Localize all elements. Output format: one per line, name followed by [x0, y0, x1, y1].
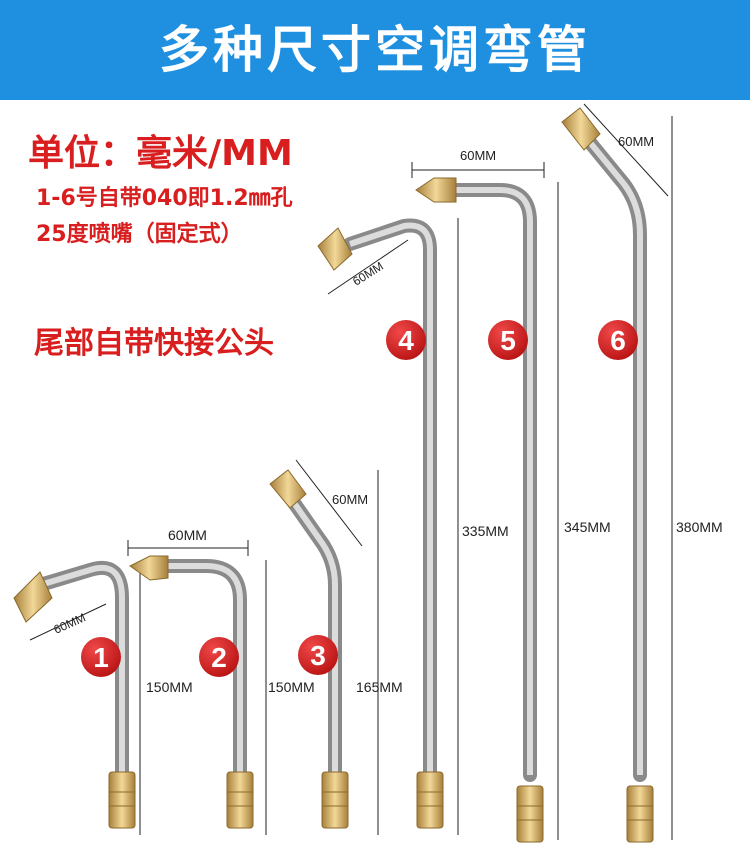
tube-5-pipe [440, 187, 533, 775]
tube-2-nozzle [129, 555, 169, 581]
tube-2-pipe [150, 563, 243, 775]
tube-2-length-label: 150MM [268, 679, 315, 695]
tube-3-length-label: 165MM [356, 679, 403, 695]
tube-5: 60MM 345MM 5 [411, 148, 611, 843]
quick-connector-spec: 尾部自带快接公头 [34, 326, 274, 361]
tube-6-connector [626, 785, 654, 843]
tube-1: 60MM 150MM 1 [13, 561, 193, 835]
tube-1-tip-label: 60MM [52, 610, 88, 636]
tube-5-badge [488, 320, 528, 360]
tube-5-length-label: 345MM [564, 519, 611, 535]
tube-2: 60MM 150MM 2 [127, 527, 315, 835]
banner-title: 多种尺寸空调弯管 [159, 21, 591, 79]
tube-3-tip-label: 60MM [332, 492, 368, 507]
tube-3: 60MM 165MM 3 [269, 459, 403, 835]
tube-6-length-label: 380MM [676, 519, 723, 535]
tube-1-number: 1 [93, 642, 109, 673]
tube-4-length-label: 335MM [462, 523, 509, 539]
tube-3-badge [298, 635, 338, 675]
tube-6-pipe [585, 138, 643, 775]
tube-1-connector [108, 771, 136, 829]
tube-4-number: 4 [398, 325, 414, 356]
tube-6-badge [598, 320, 638, 360]
tube-3-number: 3 [310, 640, 326, 671]
nozzle-hole-spec: 1-6号自带040即1.2㎜孔 [36, 186, 293, 211]
tube-4-badge [386, 320, 426, 360]
tube-5-nozzle [415, 177, 457, 203]
tube-6-number: 6 [610, 325, 626, 356]
tube-6-tip-label: 60MM [618, 134, 654, 149]
tube-1-length-label: 150MM [146, 679, 193, 695]
tube-4-pipe [349, 222, 433, 775]
tube-2-number: 2 [211, 642, 227, 673]
tube-2-tip-label: 60MM [168, 527, 207, 543]
tube-4-connector [416, 771, 444, 829]
tube-6: 60MM 380MM 6 [561, 103, 723, 843]
tube-3-connector [321, 771, 349, 829]
tube-4-nozzle [317, 227, 353, 271]
tube-5-number: 5 [500, 325, 516, 356]
tube-6-nozzle [561, 107, 601, 151]
tube-5-tip-label: 60MM [460, 148, 496, 163]
tube-4-tip-label: 60MM [350, 259, 386, 289]
tube-1-nozzle [13, 571, 53, 623]
tube-3-pipe [289, 498, 338, 775]
nozzle-angle-spec: 25度喷嘴（固定式） [36, 222, 243, 247]
unit-label: 单位：毫米/MM [28, 133, 293, 174]
tube-1-badge [81, 637, 121, 677]
tube-2-connector [226, 771, 254, 829]
title-banner [0, 0, 750, 100]
tube-2-badge [199, 637, 239, 677]
tube-5-connector [516, 785, 544, 843]
tube-4: 60MM 335MM 4 [317, 218, 509, 835]
tube-3-nozzle [269, 469, 307, 509]
